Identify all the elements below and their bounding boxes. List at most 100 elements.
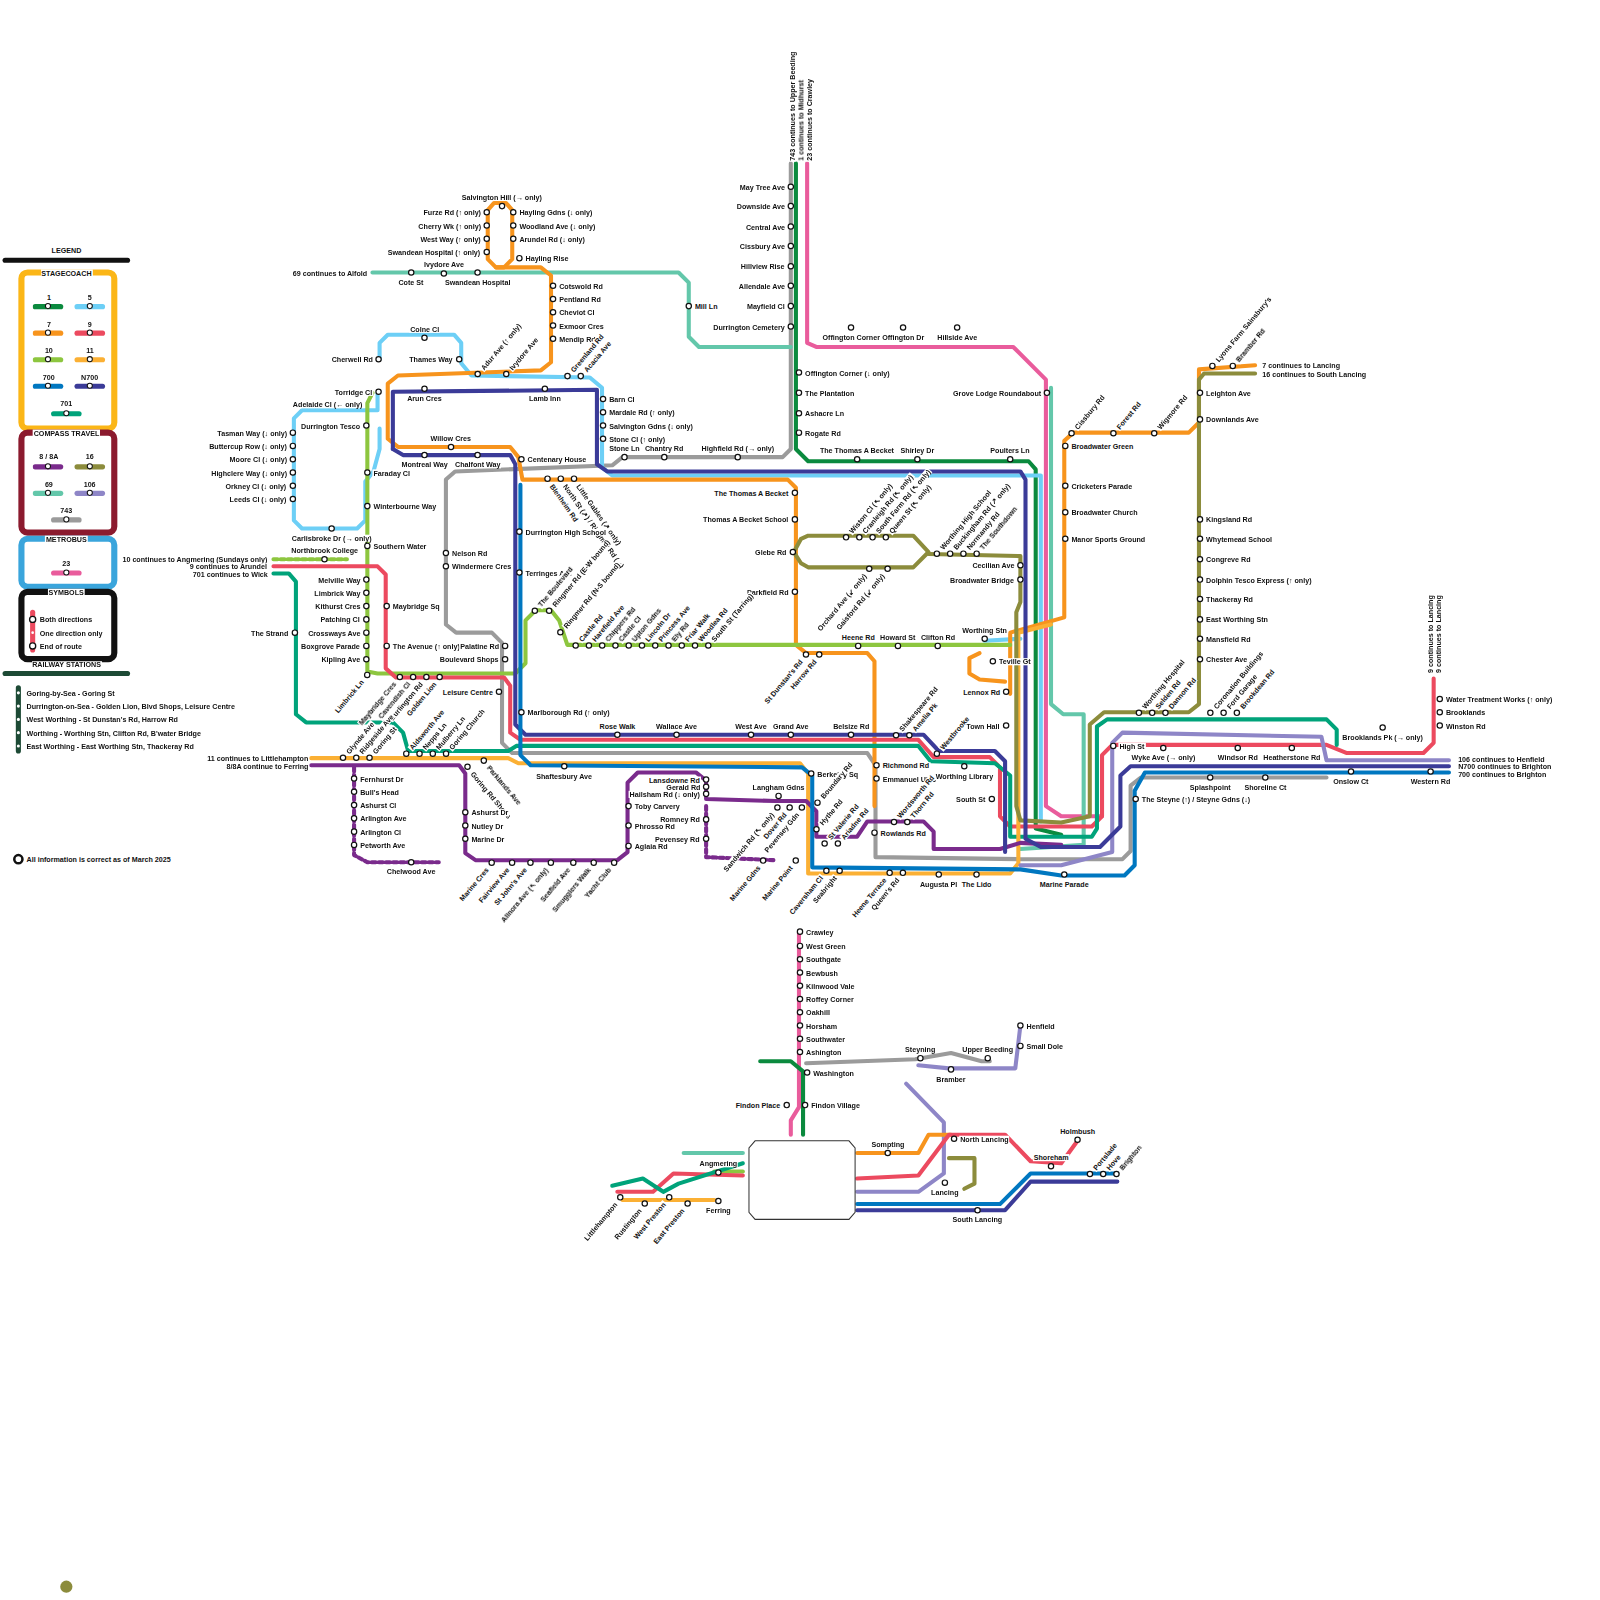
stop-dot xyxy=(735,454,740,459)
stop-dot xyxy=(550,283,555,288)
stop-dot xyxy=(496,689,501,694)
stop-dot xyxy=(1069,431,1074,436)
stop-label: Orkney Cl (↓ only) xyxy=(224,482,287,489)
stop-dot xyxy=(290,470,295,475)
stop-label: Ivydore Ave xyxy=(507,335,539,372)
stop-label: Westbrooke xyxy=(938,714,971,751)
stop-label: Thames Way xyxy=(408,356,453,363)
stop-dot xyxy=(364,603,369,608)
stop-label: Swandean Hospital xyxy=(444,278,512,285)
stop-dot xyxy=(1197,417,1202,422)
stop-label: Hayling Gdns (↓ only) xyxy=(518,209,593,216)
stop-dot xyxy=(463,836,468,841)
stop-dot xyxy=(1437,710,1442,715)
stop-label: Shirley Dr xyxy=(899,446,935,453)
stop-dot xyxy=(792,490,797,495)
stop-dot xyxy=(409,860,414,865)
stop-dot xyxy=(706,643,711,648)
stop-label: Salvington Gdns (↓ only) xyxy=(608,422,694,429)
stop-dot xyxy=(448,444,453,449)
stop-label: The Steyne (↑) / Steyne Gdns (↓) xyxy=(1141,795,1251,802)
legend-swatch xyxy=(33,464,64,469)
stop-dot xyxy=(891,819,896,824)
stop-dot xyxy=(857,535,862,540)
stop-dot xyxy=(887,870,892,875)
stop-label: Gerald Rd xyxy=(665,783,701,790)
stop-dot xyxy=(985,1056,990,1061)
stop-label: Durrington Cemetery xyxy=(712,323,785,330)
legend-text: West Worthing - St Dunstan's Rd, Harrow … xyxy=(26,716,179,723)
stop-dot xyxy=(790,549,795,554)
stop-dot xyxy=(351,776,356,781)
stop-label: Poulters Ln xyxy=(989,446,1030,453)
stop-dot xyxy=(1234,710,1239,715)
route-16 xyxy=(929,373,1256,822)
stop-label: Hillview Rise xyxy=(740,263,786,270)
stop-dot xyxy=(364,577,369,582)
stop-label: Patching Cl xyxy=(319,616,360,623)
stop-label: Findon Village xyxy=(810,1102,861,1109)
stop-label: Cheviot Cl xyxy=(558,309,595,316)
stop-dot xyxy=(364,590,369,595)
stop-dot xyxy=(509,860,514,865)
stop-dot xyxy=(376,389,381,394)
stop-label: Broadwater Bridge xyxy=(949,576,1015,583)
stop-label: Wallace Ave xyxy=(655,722,698,729)
stop-dot xyxy=(797,929,802,934)
metrobus-panel xyxy=(21,539,114,587)
route-5 xyxy=(380,335,1041,822)
stop-dot xyxy=(797,983,802,988)
stop-dot xyxy=(550,310,555,315)
stop-dot xyxy=(613,643,618,648)
stop-dot xyxy=(519,710,524,715)
route-n700 xyxy=(393,449,1005,852)
stop-dot xyxy=(430,751,435,756)
stop-dot xyxy=(788,303,793,308)
stop-dot xyxy=(872,830,877,835)
stop-label: Cherwell Rd xyxy=(331,356,374,363)
stop-dot xyxy=(837,868,842,873)
stop-label: Steyning xyxy=(904,1045,936,1052)
stop-label: Kilnwood Vale xyxy=(805,982,855,989)
stop-dot xyxy=(787,805,792,810)
stop-dot xyxy=(410,674,415,679)
stop-label: Winston Rd xyxy=(1445,722,1487,729)
stop-dot xyxy=(639,643,644,648)
stop-label: Centenary House xyxy=(527,456,588,463)
stop-label: Rogate Rd xyxy=(804,429,842,436)
stop-label: Small Dole xyxy=(1026,1042,1065,1049)
stop-dot xyxy=(797,1036,802,1041)
stop-dot xyxy=(748,732,753,737)
stop-label: West Ave xyxy=(734,722,768,729)
stop-label: Shoreham xyxy=(1033,1154,1070,1161)
stop-label: Onslow Ct xyxy=(1332,777,1369,784)
stop-label: The Plantation xyxy=(804,389,855,396)
stop-label: Henfield xyxy=(1026,1022,1056,1029)
railway-dot xyxy=(17,731,20,734)
stop-label: Downlands Ave xyxy=(1205,416,1260,423)
stop-dot xyxy=(703,791,708,796)
stop-label: Faraday Cl xyxy=(372,469,411,476)
legend-text: 9 xyxy=(87,320,93,327)
stop-dot xyxy=(792,517,797,522)
legend-text: Worthing - Worthing Stn, Clifton Rd, B'w… xyxy=(26,729,202,736)
legend-swatch xyxy=(74,357,105,362)
stop-label: Phrosso Rd xyxy=(634,822,676,829)
stop-dot xyxy=(804,1070,809,1075)
stop-label: Marine Dr xyxy=(470,835,505,842)
legend-text: Durrington-on-Sea - Golden Lion, Blvd Sh… xyxy=(26,703,236,710)
stop-dot xyxy=(517,570,522,575)
stop-label: Marlborough Rd (↑ only) xyxy=(527,709,611,716)
stop-label: Whytemead School xyxy=(1205,535,1273,542)
stop-label: Upper Beeding xyxy=(961,1045,1014,1052)
railway-dot xyxy=(17,705,20,708)
stop-dot xyxy=(365,503,370,508)
stop-label: Clifton Rd xyxy=(920,633,956,640)
legend-swatch xyxy=(74,330,105,335)
route-700 xyxy=(520,485,1449,876)
legend-text: 69 xyxy=(44,480,54,487)
stop-dot xyxy=(796,411,801,416)
stop-dot xyxy=(443,751,448,756)
stop-label: Limbrick Way xyxy=(313,589,361,596)
stop-dot xyxy=(935,643,940,648)
